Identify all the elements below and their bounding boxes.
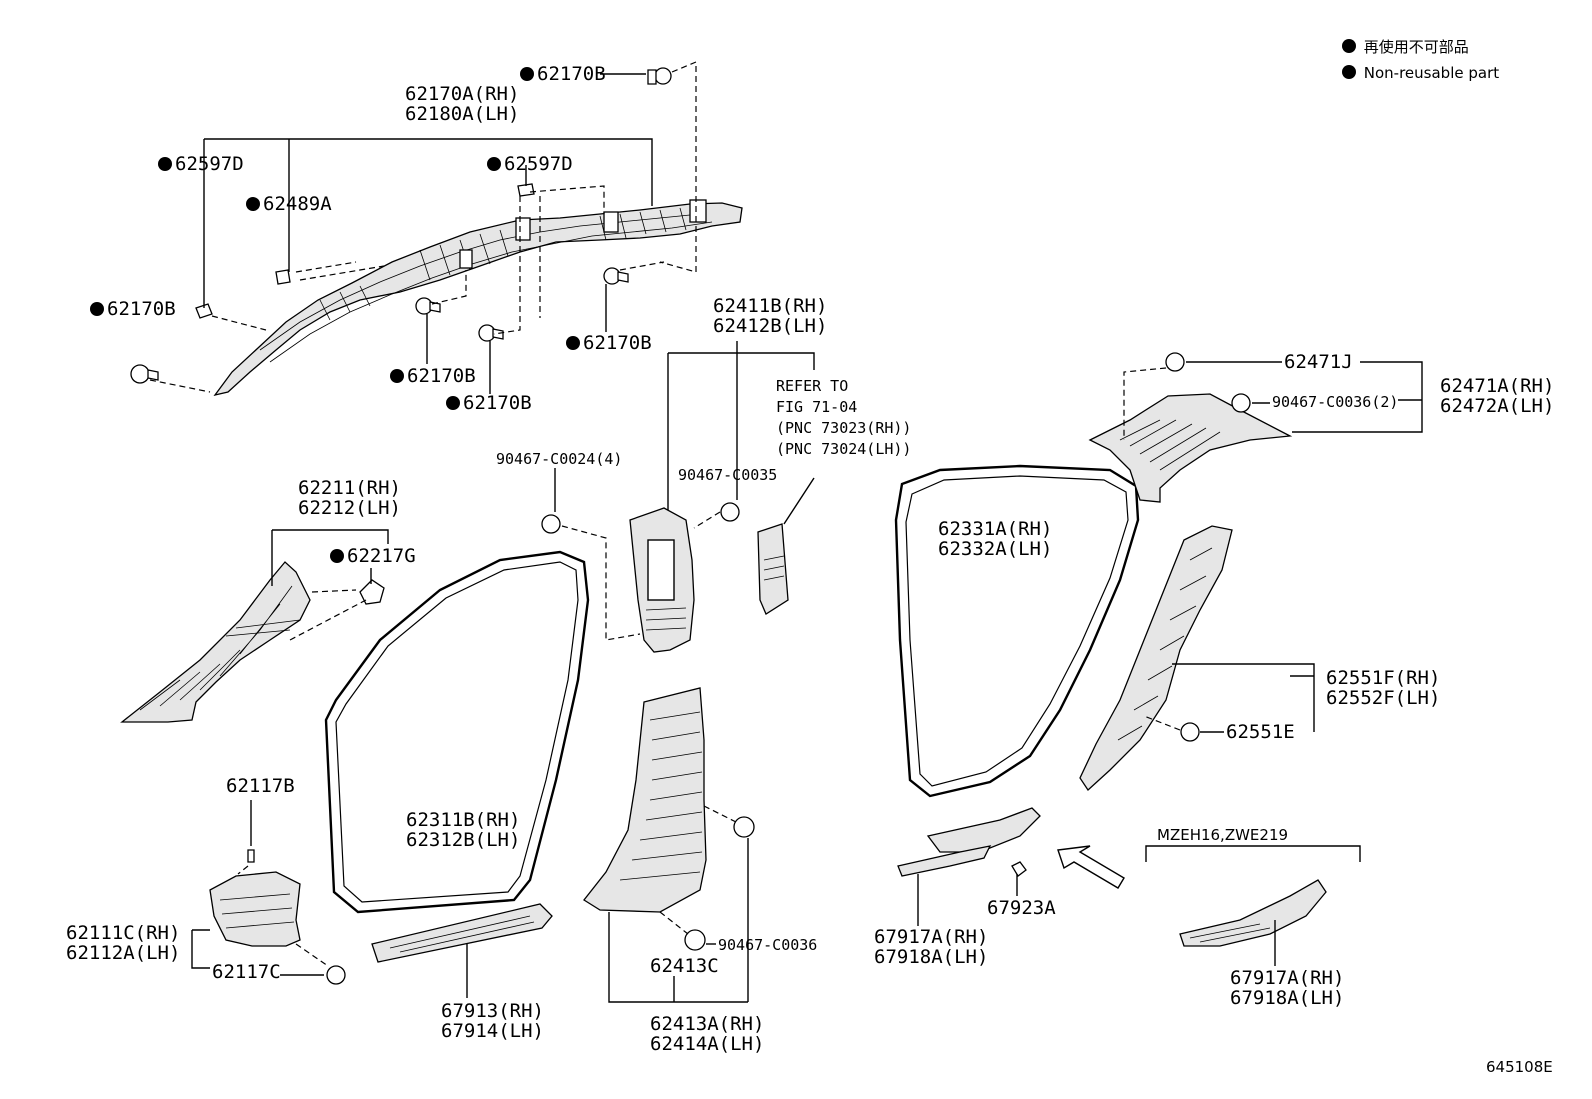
center-pillar-lower-garnish [583, 687, 707, 913]
callout-62551E: 62551E [1226, 721, 1295, 743]
legend-text-en: Non-reusable part [1363, 64, 1500, 82]
callout-90467-C0036-b: 90467-C0036 [718, 936, 818, 954]
fastener-62117B [247, 849, 255, 863]
leaders-rear-scuff [917, 874, 1018, 926]
callout-62471A: 62471A(RH)62472A(LH) [1440, 375, 1555, 417]
fastener-62217G [359, 579, 385, 605]
callout-62211: 62211(RH)62212(LH) [298, 477, 401, 519]
callout-62217G: 62217G [330, 546, 416, 566]
legend-item-1: 再使用不可部品 [1342, 38, 1469, 56]
callout-62471J: 62471J [1284, 351, 1353, 373]
figure-number: 645108E [1486, 1058, 1553, 1076]
front-door-weatherstrip [324, 550, 590, 914]
cowl-side-trim [209, 871, 301, 947]
nonreusable-dot-icon [446, 396, 460, 410]
legend-item-2: Non-reusable part [1342, 64, 1499, 82]
rear-door-opening-trim [1079, 525, 1233, 791]
nonreusable-dot-icon [1342, 39, 1356, 53]
leaders-b-pillar-lower [608, 805, 749, 1003]
fastener-62170B-right [603, 267, 629, 285]
front-pillar-garnish [120, 561, 311, 723]
nonreusable-dot-icon [390, 369, 404, 383]
front-scuff-plate [371, 903, 553, 963]
callout-67917A-variant: 67917A(RH)67918A(LH) [1230, 967, 1345, 1009]
callout-62411B: 62411B(RH)62412B(LH) [713, 295, 828, 337]
callout-67923A: 67923A [987, 897, 1056, 919]
callout-90467-C0024: 90467-C0024(4) [496, 450, 623, 468]
callout-62597D-left: 62597D [158, 154, 244, 174]
leaders-b-pillar-upper [554, 341, 815, 641]
leaders-top [149, 61, 697, 394]
fastener-62489A [275, 269, 291, 285]
callout-90467-C0035: 90467-C0035 [678, 466, 778, 484]
fastener-62170B-top [647, 67, 672, 85]
leaders-quarter-trim [1143, 663, 1315, 733]
curtain-airbag-assembly [213, 199, 743, 397]
nonreusable-dot-icon [90, 302, 104, 316]
nonreusable-dot-icon [487, 157, 501, 171]
callout-62111C: 62111C(RH)62112A(LH) [66, 922, 181, 964]
direction-arrow [1057, 845, 1125, 889]
callout-67917A-front: 67917A(RH)67918A(LH) [874, 926, 989, 968]
fastener-90467-C0024 [541, 514, 561, 534]
callout-90467-C0036-2: 90467-C0036(2) [1272, 393, 1399, 411]
nonreusable-dot-icon [246, 197, 260, 211]
fastener-62170B-left [130, 364, 159, 384]
nonreusable-dot-icon [566, 336, 580, 350]
nonreusable-dot-icon [158, 157, 172, 171]
fastener-62597D-right [517, 183, 535, 197]
fastener-90467-C0036-bpillar [733, 816, 755, 838]
nonreusable-dot-icon [520, 67, 534, 81]
leaders-c-pillar [1123, 361, 1423, 440]
fastener-62551E [1180, 722, 1200, 742]
variant-rear-scuff-plate [1179, 879, 1327, 947]
leaders-a-pillar [271, 529, 389, 641]
rear-scuff-plate [897, 807, 1041, 877]
center-pillar-upper-garnish [629, 507, 695, 653]
callout-62117C: 62117C [212, 961, 281, 983]
callout-62311B: 62311B(RH)62312B(LH) [406, 809, 521, 851]
legend-text-jp: 再使用不可部品 [1363, 38, 1469, 56]
callout-62551F: 62551F(RH)62552F(LH) [1326, 667, 1441, 709]
callout-62170A: 62170A(RH)62180A(LH) [405, 83, 520, 125]
callout-67913: 67913(RH)67914(LH) [441, 1000, 544, 1042]
callout-62117B: 62117B [226, 775, 295, 797]
fastener-62471J [1165, 352, 1185, 372]
fastener-90467-C0035 [720, 502, 740, 522]
leaders-cowl [191, 800, 329, 976]
fastener-62413C [684, 929, 706, 951]
seatbelt-adjuster [757, 523, 789, 615]
variant-bracket [1145, 845, 1361, 862]
fastener-67923A [1011, 861, 1027, 877]
nonreusable-dot-icon [330, 549, 344, 563]
callout-62170B-top: 62170B [520, 64, 606, 84]
roof-side-inner-garnish [1088, 393, 1293, 503]
nonreusable-dot-icon [1342, 65, 1356, 79]
fastener-62117C [326, 965, 346, 985]
callout-variant-models: MZEH16,ZWE219 [1157, 826, 1289, 844]
callout-62489A: 62489A [246, 194, 332, 214]
fastener-62170B-mid2 [478, 324, 504, 342]
callout-62597D-right: 62597D [487, 154, 573, 174]
callout-62170B-mid2: 62170B [446, 393, 532, 413]
callout-62413A: 62413A(RH)62414A(LH) [650, 1013, 765, 1055]
callout-62170B-mid1: 62170B [390, 366, 476, 386]
callout-62170B-left: 62170B [90, 299, 176, 319]
callout-62170B-right: 62170B [566, 333, 652, 353]
rear-door-weatherstrip [894, 464, 1140, 798]
callout-62413C: 62413C [650, 955, 719, 977]
callout-62331A: 62331A(RH)62332A(LH) [938, 518, 1053, 560]
fastener-90467-C0036-cpillar [1231, 393, 1251, 413]
fastener-62170B-mid1 [415, 297, 441, 315]
